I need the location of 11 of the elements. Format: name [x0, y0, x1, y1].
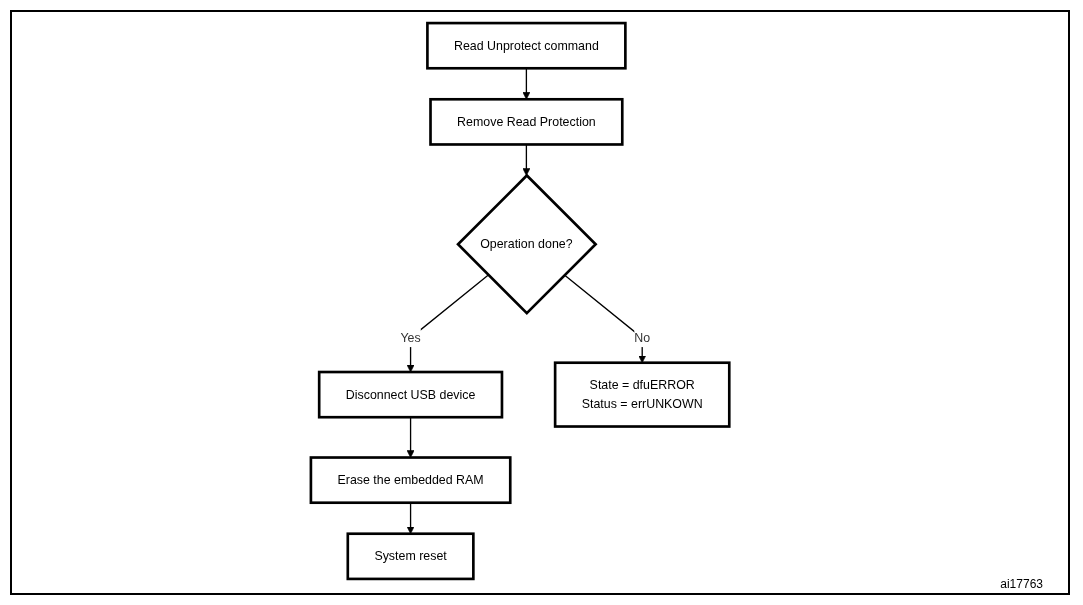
node-box: Erase the embedded RAM	[309, 456, 512, 505]
node-box: Read Unprotect command	[426, 21, 627, 70]
figure-id: ai17763	[1000, 577, 1043, 591]
node-box: Remove Read Protection	[429, 97, 624, 146]
node-diamond: Operation done?	[456, 173, 598, 315]
node-box: System reset	[346, 532, 475, 581]
arrow	[406, 274, 489, 373]
edge-label: No	[634, 330, 651, 345]
edge-label: Yes	[400, 330, 421, 345]
node-box: Disconnect USB device	[317, 370, 504, 419]
node-box: State = dfuERROR Status = errUNKOWN	[553, 361, 731, 428]
